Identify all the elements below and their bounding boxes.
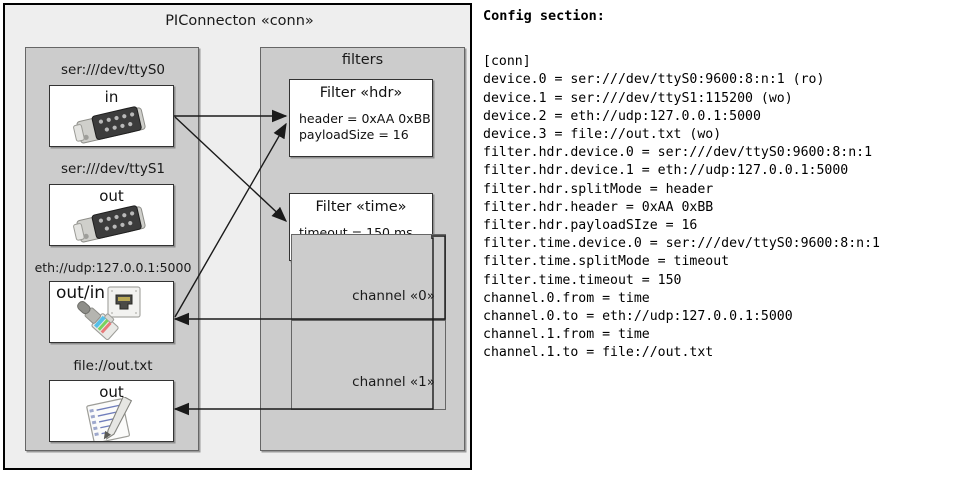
filters-group-title: filters <box>341 52 384 68</box>
channel-label-1: channel «1» <box>352 374 435 390</box>
filter-props-hdr: header = 0xAA 0xBB payloadSize = 16 <box>299 111 431 143</box>
serial-port-icon <box>73 106 146 144</box>
device-direction-ttys0: in <box>104 88 119 106</box>
device-label-ttys0: ser:///dev/ttyS0 <box>61 62 165 78</box>
device-box-eth[interactable]: out/in <box>49 281 174 343</box>
config-heading: Config section: <box>483 8 605 24</box>
channel-label-0: channel «0» <box>352 288 435 304</box>
ethernet-cable-icon <box>77 301 119 341</box>
serial-port-icon <box>73 205 146 243</box>
connector-diagram: PIConnecton «conn» ser:///dev/ttyS0 in <box>3 3 472 470</box>
filter-prop: header = 0xAA 0xBB <box>299 111 431 126</box>
device-label-file: file://out.txt <box>73 358 153 374</box>
device-box-ttys0[interactable]: in <box>49 85 174 147</box>
devices-group-panel: ser:///dev/ttyS0 in ser:///dev/ttyS1 <box>25 47 199 451</box>
channel-panel-0: channel «0» <box>291 234 446 320</box>
filter-title-time: Filter «time» <box>315 199 407 215</box>
text-document-icon <box>86 397 133 441</box>
filters-group-panel: filters Filter «hdr» header = 0xAA 0xBB … <box>260 47 465 451</box>
device-label-eth: eth://udp:127.0.0.1:5000 <box>34 260 192 275</box>
device-direction-eth: out/in <box>56 283 106 303</box>
filter-title-hdr: Filter «hdr» <box>319 85 403 101</box>
diagram-title: PIConnecton «conn» <box>165 13 314 29</box>
device-box-file[interactable]: out <box>49 380 174 442</box>
filter-prop: payloadSize = 16 <box>299 127 409 142</box>
filter-box-hdr[interactable]: Filter «hdr» header = 0xAA 0xBB payloadS… <box>289 79 433 157</box>
device-direction-ttys1: out <box>99 187 124 205</box>
config-text: [conn] device.0 = ser:///dev/ttyS0:9600:… <box>483 54 880 361</box>
device-label-ttys1: ser:///dev/ttyS1 <box>61 161 165 177</box>
ethernet-jack-icon <box>107 286 141 318</box>
device-box-ttys1[interactable]: out <box>49 184 174 246</box>
channel-panel-1: channel «1» <box>291 320 446 410</box>
config-panel: Config section: [conn] device.0 = ser://… <box>483 0 964 484</box>
device-direction-file: out <box>99 383 124 401</box>
